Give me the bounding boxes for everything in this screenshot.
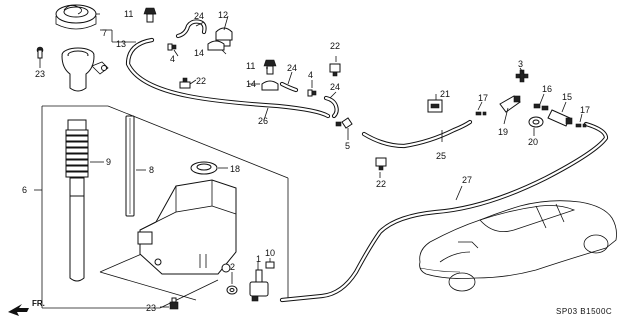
callout-21: 21 — [440, 89, 450, 99]
hose-joint-part-a — [167, 43, 177, 51]
direction-label: FR. — [32, 299, 45, 308]
grommet-part-20 — [528, 116, 544, 128]
callout-9: 9 — [106, 157, 111, 167]
callout-4-b: 4 — [308, 70, 313, 80]
washer-nozzle-part — [215, 27, 233, 47]
rear-hose-27 — [279, 121, 609, 303]
bolt-part-23-bottom — [169, 297, 179, 310]
callout-22-b: 22 — [330, 41, 340, 51]
callout-13: 13 — [116, 39, 126, 49]
callout-4-a: 4 — [170, 54, 175, 64]
rear-nozzle-part-15 — [547, 109, 573, 127]
callout-11-b: 11 — [246, 61, 255, 71]
callout-17-a: 17 — [478, 93, 488, 103]
callout-7: 7 — [102, 28, 107, 38]
callout-24-b: 24 — [287, 63, 297, 73]
callout-27: 27 — [462, 175, 472, 185]
callout-12: 12 — [218, 10, 228, 20]
callout-2: 2 — [230, 262, 235, 272]
hose-25 — [361, 119, 473, 149]
check-valve-part-b — [263, 59, 277, 75]
front-direction-arrow — [8, 304, 29, 316]
callout-10: 10 — [265, 248, 275, 258]
hose-24-c — [323, 95, 339, 119]
washer-hose-front — [125, 37, 331, 119]
reservoir-assembly-frame — [34, 105, 289, 309]
callout-17-b: 17 — [580, 105, 590, 115]
joint-part-3 — [515, 69, 529, 83]
vehicle-outline — [419, 200, 617, 292]
pump-seal-part — [265, 261, 275, 269]
callout-1: 1 — [256, 254, 261, 264]
callout-26: 26 — [258, 116, 268, 126]
check-valve-part-a — [143, 7, 157, 23]
rear-grommet-part-19 — [499, 95, 521, 113]
callout-3: 3 — [518, 59, 523, 69]
hose-clip-part-b — [329, 63, 341, 77]
diagram-code: SP03 B1500C — [556, 307, 612, 316]
fill-pipe-part — [65, 119, 89, 282]
callout-11-a: 11 — [124, 9, 133, 19]
callout-8: 8 — [149, 165, 154, 175]
hose-clip-part-a — [179, 77, 191, 89]
callout-22-a: 22 — [196, 76, 206, 86]
filler-neck-part — [61, 47, 109, 92]
washer-nozzle-left — [207, 40, 225, 51]
hose-24-a — [175, 19, 207, 39]
callout-23-b: 23 — [146, 303, 156, 313]
callout-labels: 11 7 13 23 24 12 14 4 22 11 24 4 22 14 2… — [22, 9, 590, 313]
t-joint-part — [335, 117, 353, 129]
callout-18: 18 — [230, 164, 240, 174]
callout-25: 25 — [436, 151, 446, 161]
hose-clip-part-c — [375, 157, 387, 171]
callout-14-a: 14 — [194, 48, 204, 58]
pump-grommet-part — [226, 285, 238, 295]
callout-15: 15 — [562, 92, 572, 102]
washer-reservoir-part — [137, 179, 237, 275]
callout-24-a: 24 — [194, 11, 204, 21]
callout-20: 20 — [528, 137, 538, 147]
check-valve-part-17-a — [475, 111, 487, 116]
screw-part-23-top — [36, 46, 44, 59]
hose-clip-part-21 — [427, 99, 443, 113]
washer-nozzle-right — [261, 80, 279, 91]
grommet-part — [190, 161, 218, 175]
tube-joint-part-16 — [533, 103, 549, 111]
callout-6: 6 — [22, 185, 27, 195]
callout-16: 16 — [542, 84, 552, 94]
seal-strip-part — [125, 115, 135, 217]
callout-14-b: 14 — [246, 79, 256, 89]
callout-19: 19 — [498, 127, 508, 137]
callout-22-c: 22 — [376, 179, 386, 189]
callout-5: 5 — [345, 141, 350, 151]
washer-pump-part — [249, 269, 269, 302]
leader-lines — [39, 13, 583, 201]
check-valve-part-17-b — [575, 123, 587, 128]
reservoir-cap-part — [55, 4, 97, 30]
callout-23-a: 23 — [35, 69, 45, 79]
callout-24-c: 24 — [330, 82, 340, 92]
hose-joint-part-b — [307, 89, 317, 97]
hose-24-b — [279, 81, 299, 93]
